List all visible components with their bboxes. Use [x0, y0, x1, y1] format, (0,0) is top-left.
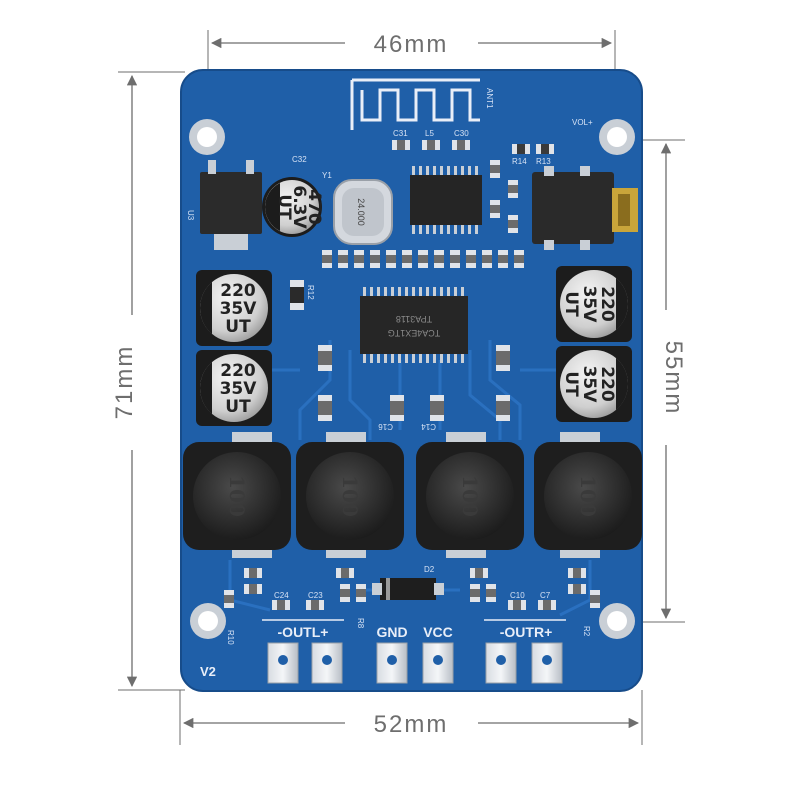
- ref-c14: C14: [421, 422, 436, 431]
- diode-ref: D2: [424, 565, 435, 574]
- smd-row: [322, 250, 524, 268]
- inductor-2-value: 100: [338, 475, 362, 517]
- inductor-3-value: 100: [458, 475, 482, 517]
- label-gnd: GND: [376, 624, 407, 640]
- inductor-1-value: 100: [225, 475, 249, 517]
- crystal-ref: Y1: [322, 171, 332, 180]
- label-vcc: VCC: [423, 624, 453, 640]
- electrolytic-cap-right-bottom: 220 35V UT: [556, 346, 632, 422]
- amplifier-chip: TPA3118 TCA4EX1TG: [360, 287, 468, 363]
- ref-c31: C31: [393, 129, 408, 138]
- pin-gnd: [376, 642, 408, 684]
- dim-top-label: 46mm: [374, 31, 449, 58]
- ref-c7: C7: [540, 591, 551, 600]
- terminal-pins: [267, 642, 563, 684]
- electrolytic-cap-right-top: 220 35V UT: [556, 266, 632, 342]
- cap-left-bottom-line1: 220: [220, 361, 256, 381]
- version-label: V2: [200, 664, 216, 679]
- ref-r2: R2: [582, 626, 591, 637]
- dim-bottom-label: 52mm: [374, 711, 449, 738]
- chip-marking-1: TPA3118: [396, 314, 432, 324]
- pin-outl-minus: [267, 642, 299, 684]
- cap-right-top-line1: 220: [597, 286, 617, 322]
- mount-hole-top-left: [189, 119, 225, 155]
- label-outl: -OUTL+: [278, 624, 329, 640]
- ref-c23: C23: [308, 591, 323, 600]
- inductor-3: 100: [416, 432, 524, 558]
- ref-r10: R10: [226, 630, 235, 645]
- inductor-4: 100: [534, 432, 642, 558]
- cap-left-top-line3: UT: [225, 317, 251, 337]
- ref-c10: C10: [510, 591, 525, 600]
- mount-hole-bottom-left: [190, 603, 226, 639]
- smd-right-cluster: R13 R14: [490, 144, 554, 233]
- label-outr: -OUTR+: [500, 624, 553, 640]
- ref-c24: C24: [274, 591, 289, 600]
- diode-d2: D2: [372, 565, 444, 600]
- cap-right-top-line3: UT: [561, 291, 581, 317]
- cap-470-line2: 6.3V: [289, 185, 309, 229]
- crystal-oscillator: 24.000 Y1: [322, 171, 393, 245]
- crystal-value: 24.000: [356, 198, 366, 226]
- dimension-bottom: 52mm: [179, 690, 643, 745]
- ref-l5: L5: [425, 129, 434, 138]
- bluetooth-chip: [410, 166, 482, 234]
- regulator-ref: U3: [186, 210, 195, 221]
- ref-r8: R8: [356, 618, 365, 629]
- antenna-label: ANT1: [485, 88, 494, 109]
- electrolytic-cap-left-bottom: 220 35V UT: [196, 350, 272, 426]
- terminal-labels: -OUTL+ GND VCC -OUTR+: [262, 619, 566, 640]
- vol-label: VOL+: [572, 118, 593, 127]
- audio-jack: [532, 166, 638, 250]
- ref-c32: C32: [292, 155, 307, 164]
- pin-vcc: [422, 642, 454, 684]
- pin-outl-plus: [311, 642, 343, 684]
- cap-right-top-line2: 35V: [579, 286, 599, 324]
- ref-c30: C30: [454, 129, 469, 138]
- pin-outr-minus: [485, 642, 517, 684]
- dimension-left: 71mm: [111, 71, 185, 691]
- resistor-r12: R12: [290, 280, 315, 310]
- ref-r12: R12: [306, 285, 315, 300]
- inductor-4-value: 100: [576, 475, 600, 517]
- smd-bottom: C24 C23 C10 C7 R10 R8 R2: [224, 568, 600, 645]
- cap-right-bottom-line2: 35V: [579, 366, 599, 404]
- chip-marking-2: TCA4EX1TG: [388, 328, 441, 338]
- ref-c16: C16: [378, 422, 393, 431]
- smd-middle: C16 C14: [318, 345, 510, 431]
- cap-left-bottom-line3: UT: [225, 397, 251, 417]
- cap-left-top-line1: 220: [220, 281, 256, 301]
- cap-left-top-line2: 35V: [220, 299, 258, 319]
- inductor-1: 100: [183, 432, 291, 558]
- pin-outr-plus: [531, 642, 563, 684]
- cap-470-line1: 470: [304, 189, 324, 225]
- pcb-antenna: ANT1: [350, 78, 494, 130]
- ref-r13: R13: [536, 157, 551, 166]
- dimension-top: 46mm: [207, 30, 616, 110]
- dim-left-label: 71mm: [111, 345, 138, 420]
- cap-right-bottom-line3: UT: [561, 371, 581, 397]
- smd-top: C31 L5 C30 C32: [292, 129, 470, 164]
- inductor-2: 100: [296, 432, 404, 558]
- cap-right-bottom-line1: 220: [597, 366, 617, 402]
- electrolytic-cap-470: 470 6.3V UT: [262, 177, 324, 237]
- pcb-board: ANT1 VOL+ V2 U3 24.000 Y1: [180, 69, 643, 692]
- voltage-regulator: U3: [186, 160, 262, 250]
- electrolytic-cap-left-top: 220 35V UT: [196, 270, 272, 346]
- cap-left-bottom-line2: 35V: [220, 379, 258, 399]
- mount-hole-top-right: [599, 119, 635, 155]
- cap-470-line3: UT: [274, 194, 294, 220]
- ref-r14: R14: [512, 157, 527, 166]
- mount-hole-bottom-right: [599, 603, 635, 639]
- dim-right-label: 55mm: [660, 341, 687, 416]
